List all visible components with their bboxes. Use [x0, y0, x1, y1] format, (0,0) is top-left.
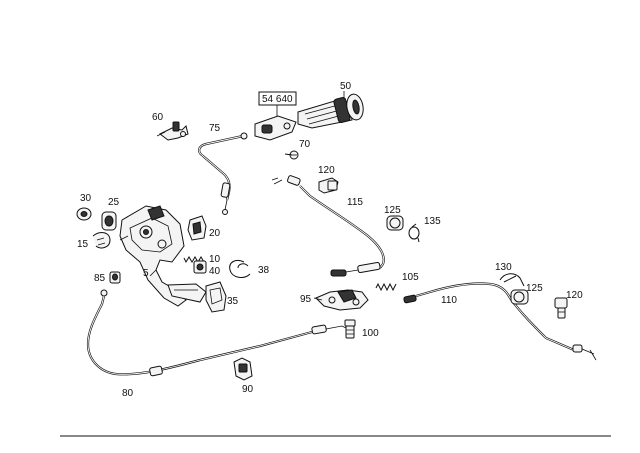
part-125-bushing-lower[interactable]: [510, 289, 529, 305]
label-130: 130: [495, 262, 512, 273]
part-50-handle[interactable]: [297, 93, 365, 129]
part-35-pedal-pad[interactable]: [205, 281, 227, 313]
part-54640-lever-housing[interactable]: [254, 115, 297, 141]
label-70: 70: [299, 139, 311, 150]
part-85-bushing[interactable]: [109, 271, 121, 284]
label-54640: 54 640: [262, 94, 293, 105]
label-25: 25: [108, 197, 120, 208]
part-95-plate[interactable]: [313, 289, 369, 311]
part-90-clip[interactable]: [233, 357, 253, 381]
part-25-washer[interactable]: [101, 211, 117, 231]
part-40-nut[interactable]: [193, 260, 207, 274]
label-125-upper: 125: [384, 205, 401, 216]
label-120-upper: 120: [318, 165, 335, 176]
part-120-bolt-lower[interactable]: [554, 297, 568, 319]
boxed-part-number: [258, 91, 297, 106]
part-130-clip[interactable]: [499, 273, 525, 287]
part-125-bushing-upper[interactable]: [386, 215, 404, 231]
label-95: 95: [300, 294, 312, 305]
part-10-spring[interactable]: [183, 256, 205, 264]
label-85: 85: [94, 273, 106, 284]
part-135-clip[interactable]: [408, 223, 420, 243]
label-90: 90: [242, 384, 254, 395]
part-15-clip[interactable]: [92, 232, 111, 249]
part-70-screw[interactable]: [284, 150, 299, 160]
part-60-bracket[interactable]: [156, 121, 189, 141]
part-120-bolt-upper[interactable]: [318, 177, 339, 194]
label-110: 110: [441, 295, 457, 306]
label-15: 15: [77, 239, 89, 250]
part-75-cable[interactable]: [198, 132, 248, 215]
label-38: 38: [258, 265, 270, 276]
label-75: 75: [209, 123, 221, 134]
label-5: 5: [143, 268, 149, 279]
label-135: 135: [424, 216, 441, 227]
label-20: 20: [209, 228, 221, 239]
label-80: 80: [122, 388, 134, 399]
part-30-bushing[interactable]: [76, 207, 92, 221]
part-5-pedal-assembly[interactable]: [119, 205, 207, 307]
part-38-snap-ring[interactable]: [229, 259, 251, 278]
label-115: 115: [347, 197, 363, 208]
label-125-lower: 125: [526, 283, 543, 294]
part-20-stop[interactable]: [187, 215, 207, 241]
part-110-cable[interactable]: [403, 282, 597, 361]
part-80-cable[interactable]: [86, 289, 351, 377]
part-100-bolt[interactable]: [344, 319, 356, 339]
label-50: 50: [340, 81, 352, 92]
label-105: 105: [402, 272, 419, 283]
label-100: 100: [362, 328, 379, 339]
label-10: 10: [209, 254, 221, 265]
label-40: 40: [209, 266, 221, 277]
label-30: 30: [80, 193, 92, 204]
label-60: 60: [152, 112, 164, 123]
label-35: 35: [227, 296, 239, 307]
part-115-cable[interactable]: [271, 175, 385, 277]
part-105-spring[interactable]: [375, 282, 397, 292]
label-120-lower: 120: [566, 290, 583, 301]
